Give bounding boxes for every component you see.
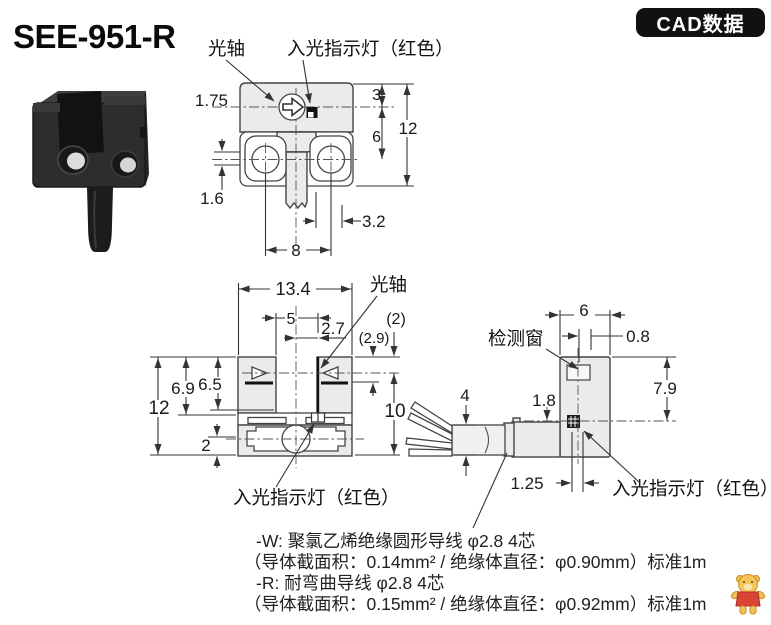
indicator-label: 入光指示灯（红色）	[287, 38, 454, 59]
optical-axis-label: 光轴	[208, 38, 245, 59]
svg-text:13.4: 13.4	[275, 279, 310, 299]
svg-text:2: 2	[201, 436, 210, 455]
cable-spec-notes: -W: 聚氯乙烯绝缘圆形导线 φ2.8 4芯 （导体截面积：0.14mm² / …	[244, 531, 707, 615]
note-r-line1: -R: 耐弯曲导线 φ2.8 4芯	[256, 573, 445, 593]
svg-text:3.2: 3.2	[362, 212, 386, 231]
detection-window-label: 检测窗	[488, 328, 544, 349]
watermark-mascot-icon	[730, 574, 766, 615]
detection-window	[566, 364, 591, 381]
svg-text:1.75: 1.75	[195, 91, 228, 110]
cable	[405, 401, 506, 457]
svg-text:6: 6	[579, 301, 588, 320]
indicator-label: 入光指示灯（红色）	[233, 487, 400, 508]
svg-text:7.9: 7.9	[653, 379, 677, 398]
page-title: SEE-951-R	[13, 18, 176, 55]
svg-text:12: 12	[148, 398, 169, 419]
indicator-label: 入光指示灯（红色）	[612, 478, 771, 499]
product-photo	[32, 91, 149, 252]
note-w-line2: （导体截面积：0.14mm² / 绝缘体直径：φ0.90mm）标准1m	[244, 552, 707, 572]
svg-text:1.6: 1.6	[200, 189, 224, 208]
svg-text:3: 3	[372, 87, 381, 104]
indicator-led-icon	[310, 412, 326, 423]
svg-text:(2): (2)	[386, 311, 406, 328]
optical-axis-label: 光轴	[370, 274, 407, 295]
svg-text:1.25: 1.25	[510, 474, 543, 493]
svg-text:6.5: 6.5	[198, 375, 222, 394]
indicator-led-icon	[567, 415, 580, 428]
svg-text:10: 10	[384, 401, 405, 422]
front-view-dimensions: 3 6 12 1.75 1.6 3.2	[195, 83, 422, 260]
optical-axis-arrow-icon	[278, 93, 306, 121]
svg-text:6: 6	[372, 129, 381, 146]
svg-text:12: 12	[399, 119, 418, 138]
svg-text:1.8: 1.8	[532, 391, 556, 410]
indicator-led-icon	[306, 107, 318, 118]
svg-text:2.7: 2.7	[321, 319, 345, 338]
front-view-drawing: 3 6 12 1.75 1.6 3.2	[195, 38, 454, 260]
svg-text:5: 5	[287, 311, 296, 328]
side-view-dimensions: 13.4 5 2.7 (2.	[146, 279, 408, 468]
end-view-drawing: 6 0.8 7.9 4 1.8	[405, 301, 771, 529]
side-view-drawing: 13.4 5 2.7 (2.	[146, 274, 408, 508]
svg-text:0.8: 0.8	[626, 327, 650, 346]
cad-data-badge[interactable]: CAD数据	[636, 8, 765, 37]
cable-note-leader	[472, 452, 508, 529]
svg-text:6.9: 6.9	[171, 379, 195, 398]
svg-text:4: 4	[460, 386, 469, 405]
note-r-line2: （导体截面积：0.15mm² / 绝缘体直径：φ0.92mm）标准1m	[244, 594, 707, 614]
svg-text:8: 8	[291, 241, 300, 260]
note-w-line1: -W: 聚氯乙烯绝缘圆形导线 φ2.8 4芯	[256, 531, 536, 551]
end-view-dimensions: 6 0.8 7.9 4 1.8	[454, 301, 681, 493]
svg-text:(2.9): (2.9)	[359, 330, 390, 347]
